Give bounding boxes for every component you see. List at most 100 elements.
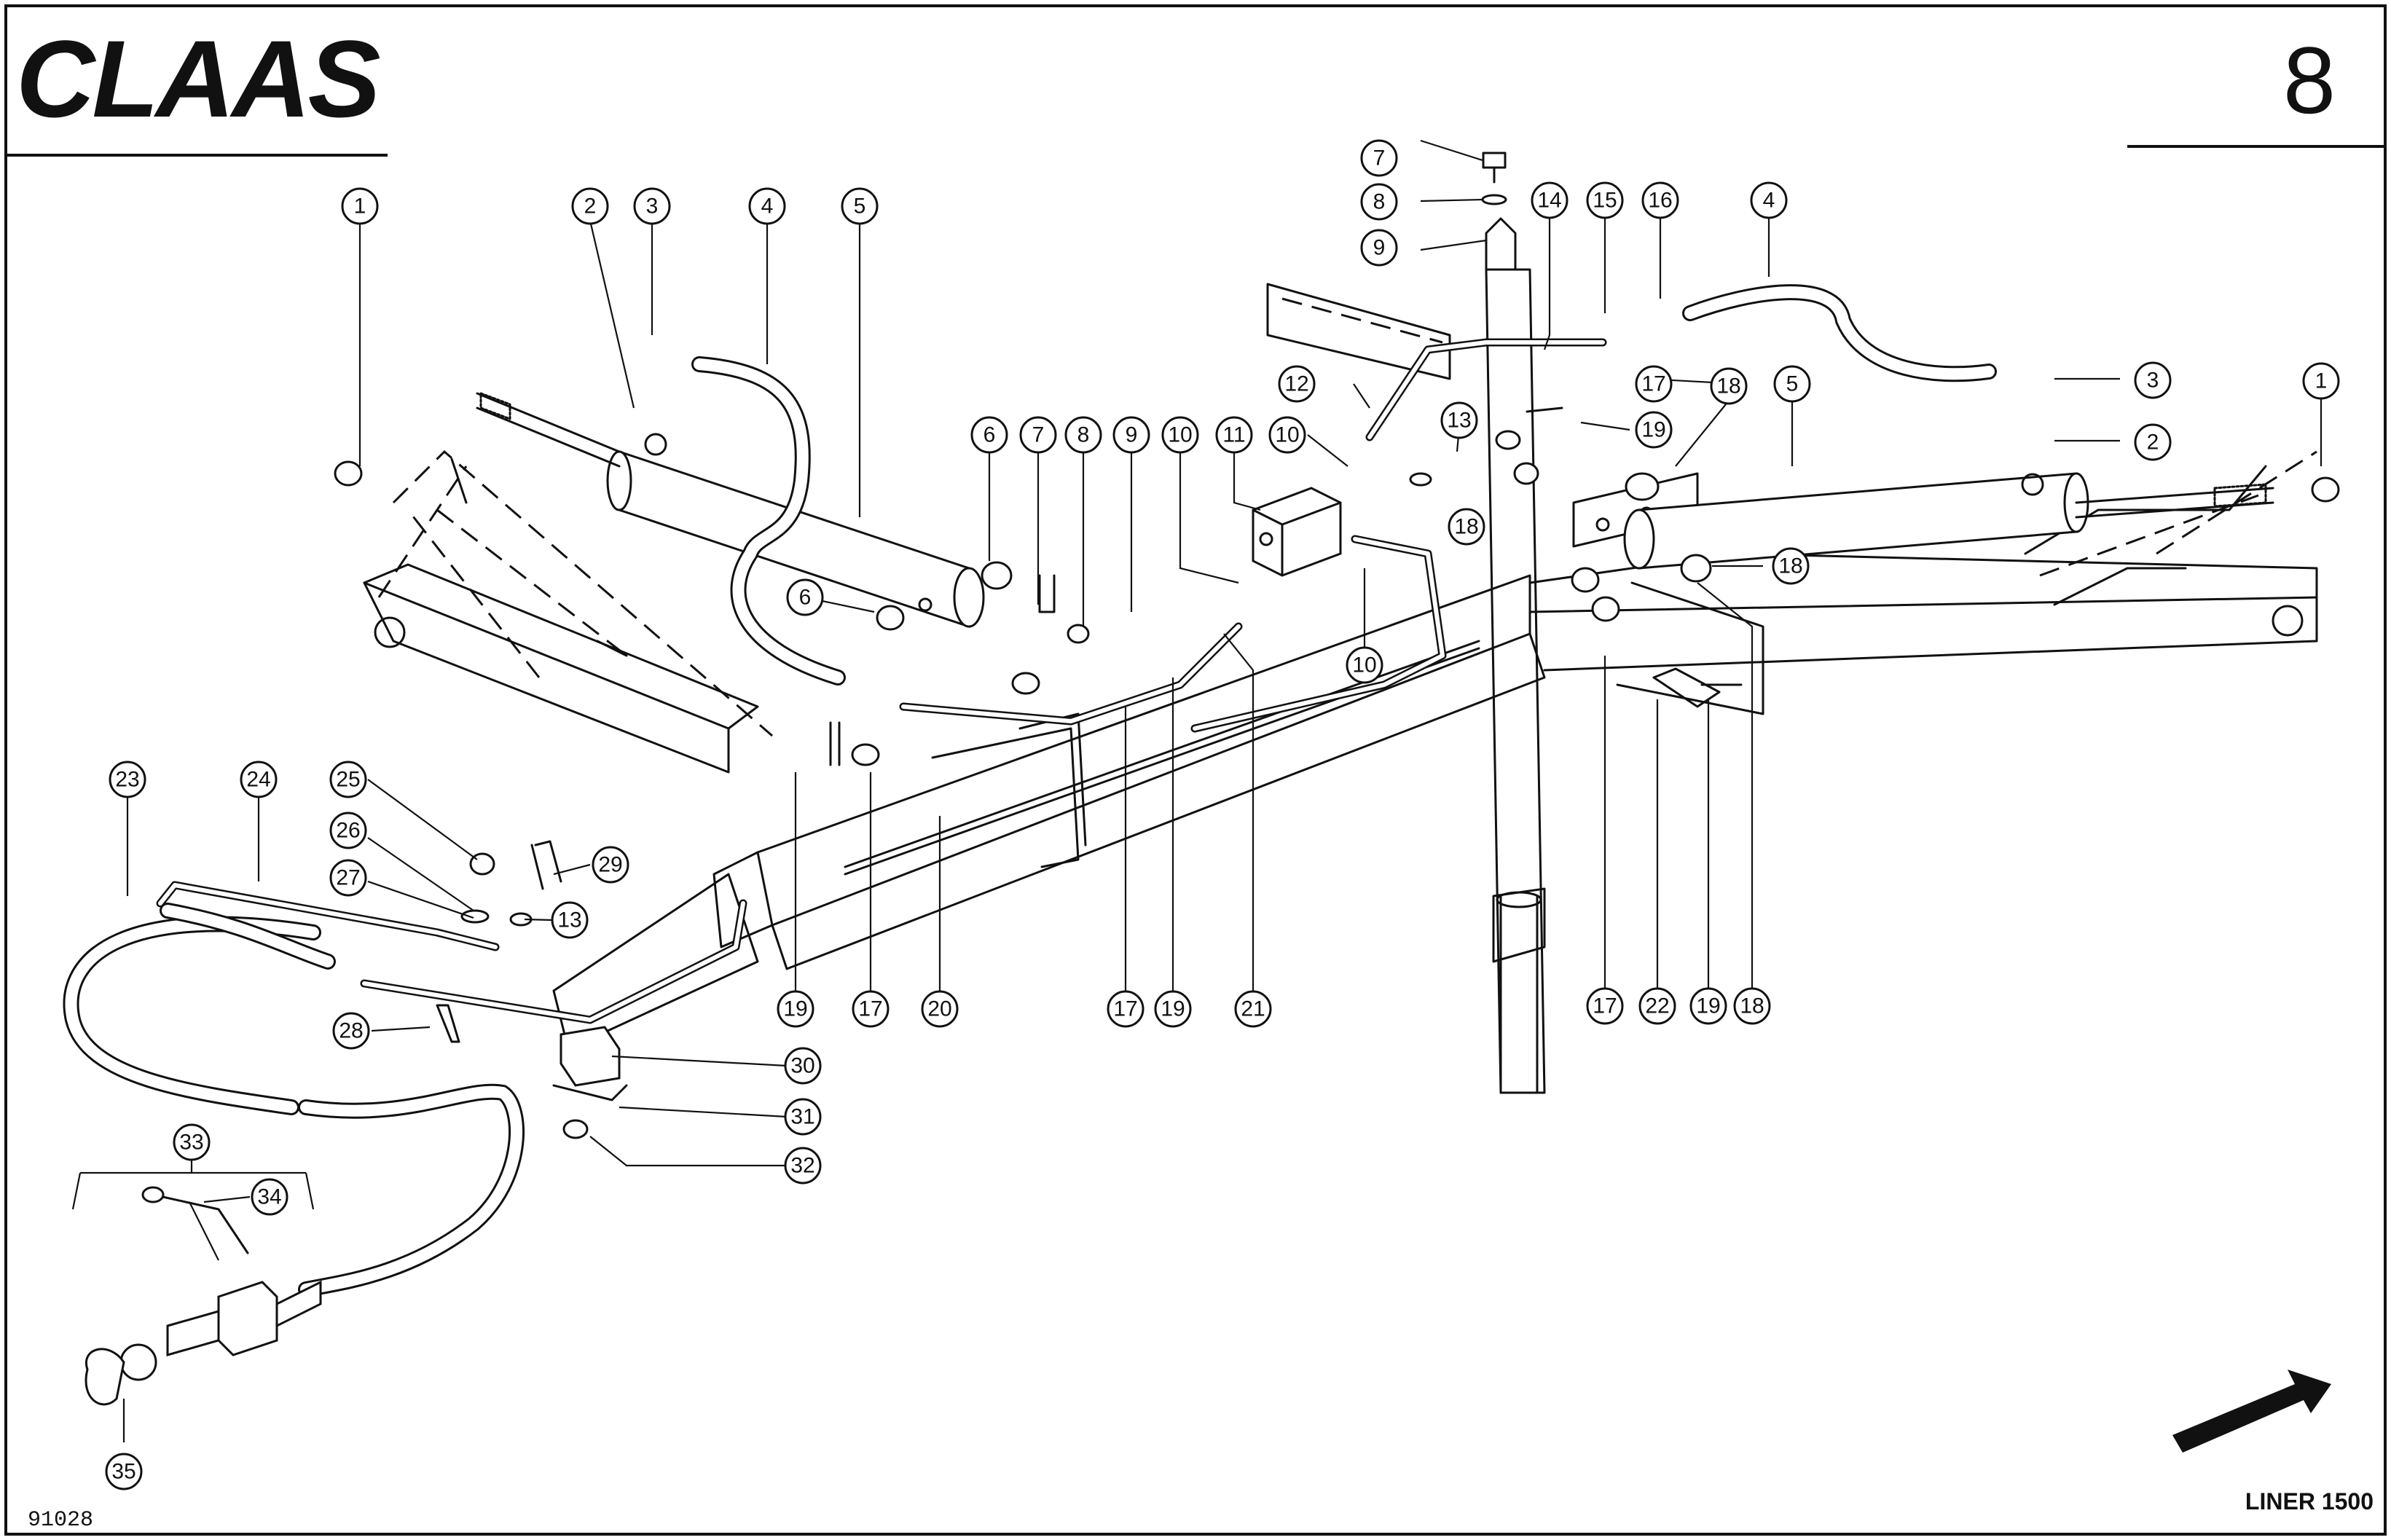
svg-text:7: 7	[1032, 423, 1045, 447]
svg-text:9: 9	[1126, 423, 1138, 447]
callout-18-left[interactable]: 18	[1448, 508, 1485, 546]
svg-text:2: 2	[584, 195, 597, 219]
svg-text:18: 18	[1454, 515, 1478, 539]
callout-8-mid[interactable]: 8	[1064, 416, 1102, 454]
svg-text:9: 9	[1373, 236, 1386, 260]
callout-35[interactable]: 35	[105, 1453, 143, 1490]
hose-right	[1682, 284, 1997, 382]
callout-1-right[interactable]: 1	[2302, 362, 2340, 400]
svg-text:32: 32	[790, 1154, 814, 1178]
callout-2-right[interactable]: 2	[2134, 423, 2172, 461]
svg-text:20: 20	[927, 997, 951, 1021]
hose-left	[691, 356, 846, 685]
svg-text:10: 10	[1168, 423, 1192, 447]
callout-29[interactable]: 29	[592, 846, 629, 884]
page-frame	[4, 4, 2387, 1536]
callout-13-lower[interactable]: 13	[551, 901, 589, 939]
callout-19-bottom-mid[interactable]: 19	[1154, 990, 1192, 1028]
callout-14[interactable]: 14	[1531, 181, 1569, 219]
svg-text:34: 34	[257, 1185, 281, 1209]
callout-24[interactable]: 24	[240, 761, 278, 798]
callout-30[interactable]: 30	[784, 1047, 822, 1085]
callout-9-top[interactable]: 9	[1360, 229, 1398, 267]
callout-19-bottom-right[interactable]: 19	[1689, 987, 1727, 1025]
svg-text:19: 19	[1696, 994, 1720, 1018]
callout-28[interactable]: 28	[332, 1012, 370, 1050]
callout-6-upper[interactable]: 6	[970, 416, 1008, 454]
callout-17-upper[interactable]: 17	[1635, 365, 1673, 403]
callout-1-left[interactable]: 1	[341, 187, 379, 225]
svg-text:1: 1	[2315, 369, 2328, 393]
svg-text:13: 13	[557, 908, 581, 932]
page-number: 8	[2283, 27, 2336, 133]
callout-31[interactable]: 31	[784, 1098, 822, 1136]
svg-text:11: 11	[1222, 423, 1245, 447]
callout-12[interactable]: 12	[1278, 365, 1316, 403]
callout-3-right[interactable]: 3	[2134, 361, 2172, 399]
svg-text:19: 19	[1641, 418, 1665, 442]
svg-text:25: 25	[336, 768, 360, 792]
callout-4-right[interactable]: 4	[1750, 181, 1788, 219]
callout-27[interactable]: 27	[329, 859, 367, 897]
svg-text:27: 27	[336, 866, 360, 890]
callout-5-right[interactable]: 5	[1773, 365, 1811, 403]
callout-26[interactable]: 26	[329, 812, 367, 849]
callout-7-mid[interactable]: 7	[1019, 416, 1057, 454]
callout-13-upper[interactable]: 13	[1440, 401, 1478, 439]
svg-text:28: 28	[339, 1019, 363, 1043]
callout-5-left[interactable]: 5	[841, 187, 879, 225]
svg-text:15: 15	[1593, 189, 1617, 213]
brand-logo: CLAAS	[16, 17, 383, 140]
svg-text:14: 14	[1537, 189, 1561, 213]
svg-text:17: 17	[1593, 994, 1617, 1018]
callout-8-top[interactable]: 8	[1360, 183, 1398, 221]
svg-text:23: 23	[115, 768, 139, 792]
callout-10-lower[interactable]: 10	[1346, 646, 1383, 684]
svg-text:31: 31	[790, 1105, 814, 1129]
callout-22[interactable]: 22	[1638, 987, 1676, 1025]
callout-15[interactable]: 15	[1586, 181, 1624, 219]
callout-25[interactable]: 25	[329, 761, 367, 798]
callout-32[interactable]: 32	[784, 1147, 822, 1185]
callout-2-left[interactable]: 2	[571, 187, 609, 225]
callout-34[interactable]: 34	[251, 1178, 288, 1216]
callout-18-upper[interactable]: 18	[1710, 367, 1748, 405]
callout-10-mid[interactable]: 10	[1161, 416, 1199, 454]
brand-logo-text: CLAAS	[16, 17, 380, 140]
callout-18-bottom-right[interactable]: 18	[1733, 987, 1771, 1025]
svg-text:18: 18	[1778, 554, 1802, 578]
svg-text:4: 4	[761, 195, 774, 219]
svg-text:16: 16	[1648, 189, 1672, 213]
callout-10-upper[interactable]: 10	[1268, 416, 1306, 454]
callout-19-bottom-left[interactable]: 19	[777, 990, 814, 1028]
callout-4-left[interactable]: 4	[748, 187, 786, 225]
callout-17-bottom-mid[interactable]: 17	[1107, 990, 1145, 1028]
clamp-block	[552, 1026, 628, 1139]
valve-block	[1252, 487, 1342, 577]
callout-11[interactable]: 11	[1215, 416, 1253, 454]
callout-17-bottom-right[interactable]: 17	[1586, 987, 1624, 1025]
svg-text:26: 26	[336, 819, 360, 843]
callout-21[interactable]: 21	[1234, 990, 1272, 1028]
model-label: LINER 1500	[2245, 1488, 2374, 1515]
callout-23[interactable]: 23	[109, 761, 146, 798]
drawing-number: 91028	[28, 1508, 93, 1533]
callout-3-left[interactable]: 3	[633, 187, 671, 225]
callout-6-lower[interactable]: 6	[786, 578, 824, 616]
callouts: 1 2 3 4 5 6 6 7 8 9 10 11 10 12 10 7 8 9…	[105, 139, 2340, 1490]
fasteners	[334, 152, 2340, 1043]
svg-text:24: 24	[246, 768, 270, 792]
callout-18-right[interactable]: 18	[1772, 547, 1810, 585]
callout-33[interactable]: 33	[173, 1123, 211, 1161]
svg-text:22: 22	[1645, 994, 1669, 1018]
callout-17-bottom-left[interactable]: 17	[852, 990, 890, 1028]
callout-20[interactable]: 20	[921, 990, 959, 1028]
callout-19-upper[interactable]: 19	[1635, 411, 1673, 449]
svg-text:21: 21	[1241, 997, 1265, 1021]
svg-text:10: 10	[1275, 423, 1299, 447]
callout-16[interactable]: 16	[1641, 181, 1679, 219]
callout-7-top[interactable]: 7	[1360, 139, 1398, 177]
svg-text:18: 18	[1716, 374, 1740, 398]
callout-9-mid[interactable]: 9	[1112, 416, 1150, 454]
